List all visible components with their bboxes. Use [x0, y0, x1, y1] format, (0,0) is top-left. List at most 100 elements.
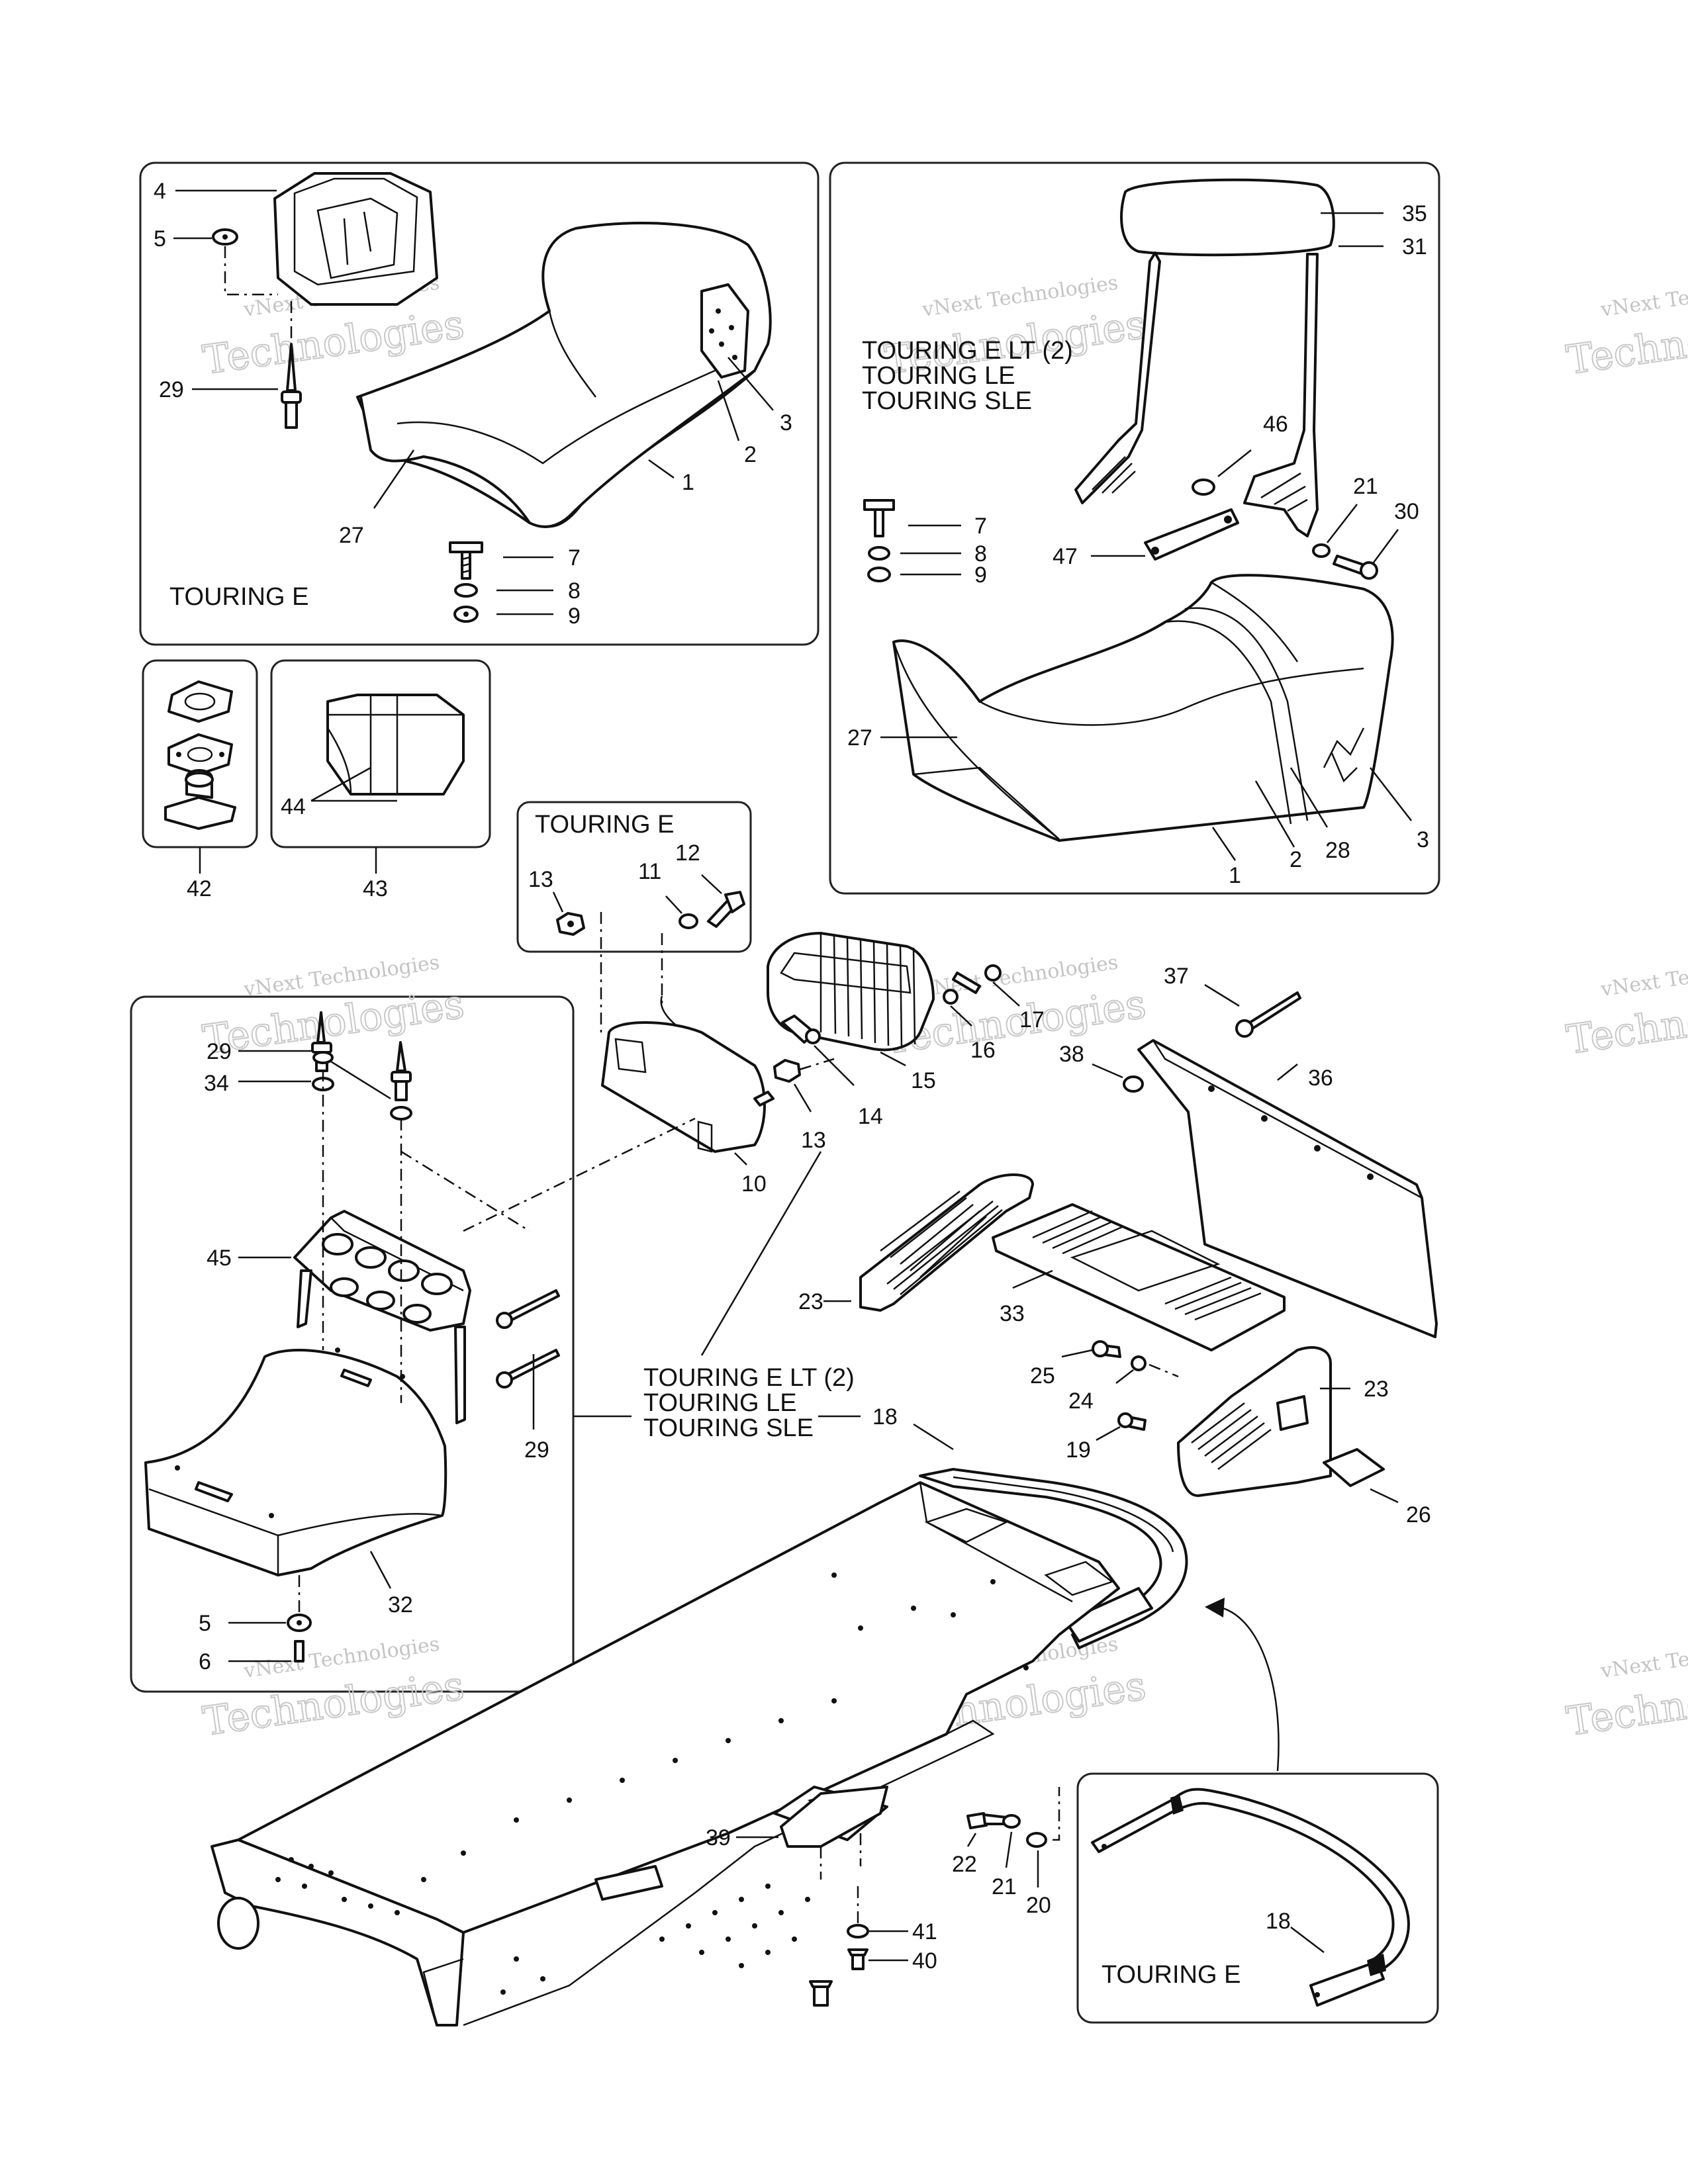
washer-part — [679, 913, 698, 929]
callout-5b: 5 — [199, 1611, 211, 1636]
bolt-part — [707, 891, 745, 928]
backrest-caption-line3: TOURING SLE — [862, 387, 1032, 415]
callout-37: 37 — [1164, 964, 1189, 989]
callout-15: 15 — [911, 1068, 936, 1093]
callout-22: 22 — [952, 1852, 977, 1877]
seat-part — [892, 574, 1394, 842]
callout-29b: 29 — [207, 1039, 232, 1064]
callout-13b: 13 — [801, 1128, 826, 1153]
backrest-part — [1074, 178, 1335, 537]
panel-part-43 — [270, 659, 491, 848]
callout-18b: 18 — [1266, 1909, 1291, 1934]
callout-7b: 7 — [974, 514, 987, 539]
washer-part — [1312, 543, 1331, 558]
taillight-drawing: 16 17 15 14 13 10 — [600, 912, 1045, 1197]
rack-caption-line3: TOURING SLE — [643, 1414, 814, 1442]
bolt-box-drawing: TOURING E 13 11 12 — [528, 811, 745, 936]
part-42-drawing: 42 — [164, 680, 236, 901]
callout-47: 47 — [1053, 544, 1078, 569]
callout-13: 13 — [528, 867, 553, 892]
callout-28: 28 — [1325, 838, 1350, 863]
nut-part — [1192, 478, 1215, 496]
callout-11: 11 — [638, 859, 661, 884]
inset-arrow — [1205, 1598, 1280, 1772]
callout-20: 20 — [1026, 1893, 1051, 1918]
callout-3: 3 — [780, 410, 792, 435]
rack-callout: TOURING E LT (2) TOURING LE TOURING SLE … — [573, 1151, 954, 1451]
callout-43: 43 — [363, 876, 388, 901]
callout-33: 33 — [1000, 1301, 1025, 1326]
washer-part — [868, 546, 890, 561]
bracket-part — [1144, 508, 1239, 561]
callout-46: 46 — [1263, 412, 1288, 437]
callout-36: 36 — [1308, 1066, 1333, 1091]
callout-7: 7 — [568, 545, 581, 570]
watermark-outline: Technologies — [200, 1662, 467, 1745]
callout-21: 21 — [1353, 474, 1378, 499]
watermark-text: vNext Technologies — [1599, 1633, 1688, 1683]
touring-e-caption: TOURING E — [169, 583, 308, 611]
part-43-drawing: 44 43 — [281, 694, 465, 901]
callout-8: 8 — [568, 578, 581, 604]
watermark-text: vNext Technologies — [1599, 271, 1688, 322]
bolt-part — [863, 499, 895, 537]
side-trim-drawing: 23 33 25 24 23 19 26 — [798, 1173, 1431, 1527]
backrest-caption-line2: TOURING LE — [862, 362, 1015, 390]
callout-25: 25 — [1030, 1363, 1055, 1388]
callout-23: 23 — [798, 1289, 823, 1314]
callout-3b: 3 — [1417, 827, 1429, 852]
panel-bumper-inset — [1076, 1772, 1439, 2024]
callout-23b: 23 — [1364, 1377, 1389, 1402]
backrest-caption-line1: TOURING E LT (2) — [862, 337, 1073, 365]
callout-35: 35 — [1402, 201, 1427, 226]
rack-caption-line2: TOURING LE — [643, 1389, 797, 1417]
panel-touring-e-seat — [139, 161, 820, 646]
callout-32: 32 — [388, 1592, 413, 1617]
callout-17: 17 — [1019, 1007, 1045, 1032]
nut-part — [867, 567, 891, 582]
callout-21b: 21 — [992, 1874, 1017, 1899]
callout-1b: 1 — [1229, 863, 1241, 888]
callout-14: 14 — [858, 1104, 883, 1129]
rivet-part — [281, 343, 302, 429]
callout-27: 27 — [339, 523, 364, 548]
snow-flap-drawing: 37 38 36 — [1059, 964, 1438, 1338]
callout-39: 39 — [706, 1825, 731, 1850]
callout-34: 34 — [204, 1071, 229, 1096]
callout-29c: 29 — [524, 1437, 549, 1463]
bolt-part — [449, 541, 483, 580]
storage-box-part — [273, 172, 438, 306]
callout-2b: 2 — [1289, 847, 1302, 872]
callout-4: 4 — [154, 179, 166, 204]
callout-5: 5 — [154, 226, 166, 251]
screw-part — [1333, 555, 1378, 580]
watermark-text: vNext Technologies — [1599, 951, 1688, 1001]
callout-10: 10 — [741, 1171, 767, 1197]
callout-42: 42 — [187, 876, 212, 901]
backrest-seat-drawing: TOURING E LT (2) TOURING LE TOURING SLE — [847, 178, 1429, 888]
panel-bolt-box — [516, 801, 752, 953]
bumper-inset-drawing: 18 TOURING E — [1091, 1788, 1410, 2007]
callout-16: 16 — [970, 1038, 996, 1063]
panel-rack — [130, 995, 575, 1693]
callout-45: 45 — [207, 1246, 232, 1271]
callout-2: 2 — [744, 442, 757, 467]
callout-9: 9 — [568, 604, 581, 629]
arrow-head-icon — [1205, 1598, 1225, 1617]
callout-12: 12 — [675, 841, 700, 866]
callout-30: 30 — [1394, 499, 1419, 524]
callout-6: 6 — [199, 1649, 211, 1674]
inset-caption: TOURING E — [1102, 1961, 1241, 1989]
washer-part — [454, 583, 478, 598]
callout-19: 19 — [1066, 1437, 1091, 1463]
seat-part — [356, 222, 772, 528]
callout-29: 29 — [159, 377, 184, 402]
callout-38: 38 — [1059, 1042, 1084, 1067]
tunnel-drawing: 39 41 40 22 21 20 — [211, 1468, 1188, 2026]
panel-backrest-seat — [829, 161, 1440, 895]
rack-drawing: 29 34 45 29 32 5 6 — [144, 1011, 696, 1674]
callout-44: 44 — [281, 794, 306, 819]
callout-9b: 9 — [974, 563, 987, 588]
callout-41: 41 — [912, 1919, 937, 1944]
